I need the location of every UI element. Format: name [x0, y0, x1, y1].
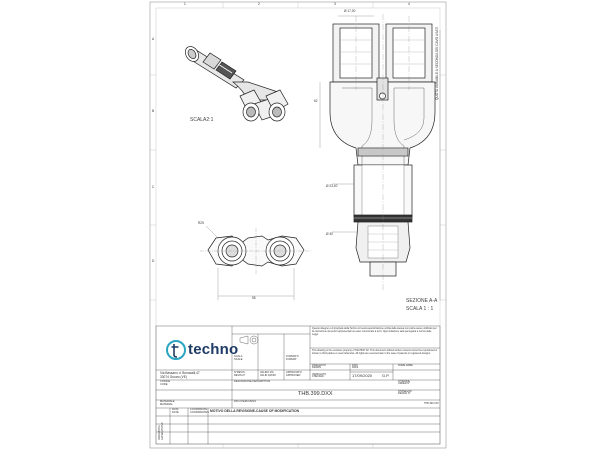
- column-label: 2: [258, 2, 260, 6]
- row-label: A: [152, 37, 155, 41]
- dim-dia-mid: Ø 23,40: [326, 184, 338, 188]
- code-field-label: CODICE CODE: [160, 380, 171, 386]
- file-name: THB.399.DXX: [298, 391, 333, 397]
- iso-scale-label: SCALA2:1: [190, 117, 214, 123]
- material-field-label: MATERIALE MATERIAL: [160, 400, 175, 406]
- ownership-notice-en: This drawing is the exclusive property o…: [312, 349, 438, 355]
- variable-dimension-note: QUOTA VARIABILE A SECONDA DEI CAVO USATI: [435, 26, 439, 100]
- date-column-label: DATA DATE: [172, 408, 179, 414]
- techno-logo-mark: [166, 340, 186, 360]
- dim-radius: R25: [198, 221, 204, 225]
- section-scale: SCALA 1 : 1: [406, 306, 434, 312]
- alterations-label: VARIAZIONI ALTERATIONS: [158, 422, 164, 440]
- row-ticks: [150, 74, 446, 301]
- end-view: [200, 225, 312, 300]
- address-line-1: Via Bassano d. Bonacalli,47: [160, 371, 200, 375]
- company-logo-word: techno: [188, 341, 239, 358]
- column-label: 3: [334, 2, 336, 6]
- row-label: B: [152, 109, 155, 113]
- revision-field-label: N°REVIS. REVIS.N°: [234, 371, 246, 377]
- isometric-view: [185, 46, 289, 122]
- section-title: SEZIONE A-A: [406, 298, 438, 304]
- drawing-canvas: [149, 1, 447, 449]
- dim-top-width: Ø 17,30: [344, 9, 356, 13]
- order-field-label: N°ORDINE ORDER N°: [398, 380, 410, 386]
- path-field-label: PATH PERCORSO: [234, 400, 257, 403]
- section-view: [319, 14, 441, 300]
- name-value: G.P.: [382, 373, 390, 378]
- name-field-label: NOME NAME: [398, 364, 413, 367]
- column-label: 1: [184, 2, 186, 6]
- title-block-frame: [155, 325, 441, 445]
- dim-width: 55: [252, 296, 256, 300]
- drawn-field-label: DISEGNATO DRAWN: [312, 364, 326, 370]
- address-line-2: 33074 Gruaro (VE): [160, 375, 187, 379]
- file-short: THB.399.XXX: [424, 402, 439, 405]
- drawing-sheet: 1 2 3 4 A B C D SCALA2:1 SEZIONE A-A SCA…: [148, 0, 448, 450]
- valid-from-field-label: VALIDO DA VALID FROM: [260, 371, 276, 377]
- design-no-field-label: N°DISEGNO DESIGN N°: [398, 390, 412, 396]
- column-ticks: [222, 2, 374, 448]
- row-label: C: [152, 185, 155, 189]
- column-label: 4: [408, 2, 410, 6]
- description-field-label: DESCRIZIONE DESCRIPTION: [234, 380, 271, 383]
- reason-column-label: MOTIVO DELLA REVISIONE-CAUSE OF MODIFICA…: [210, 409, 300, 413]
- date-value: 17/09/2020: [352, 373, 373, 378]
- dim-height: 62: [314, 99, 318, 103]
- checked-field-label: VERIFICATO CHECKED: [312, 373, 327, 379]
- coordinates-column-label: COORDINATE COORDINATES: [190, 408, 209, 414]
- approved-field-label: APPROVATO APPROVED: [286, 371, 302, 377]
- format-field-label: FORMATO FORMAT: [286, 355, 299, 361]
- row-label: D: [152, 259, 155, 263]
- projection-symbol: [239, 335, 259, 345]
- date-field-label: DATA DATE: [352, 364, 359, 370]
- scale-field-label: SCALA SCALE: [234, 355, 243, 361]
- ownership-notice-it: Questo disegno è di proprietà della Tech…: [312, 327, 437, 336]
- dim-dia-low: Ø 30: [326, 232, 333, 236]
